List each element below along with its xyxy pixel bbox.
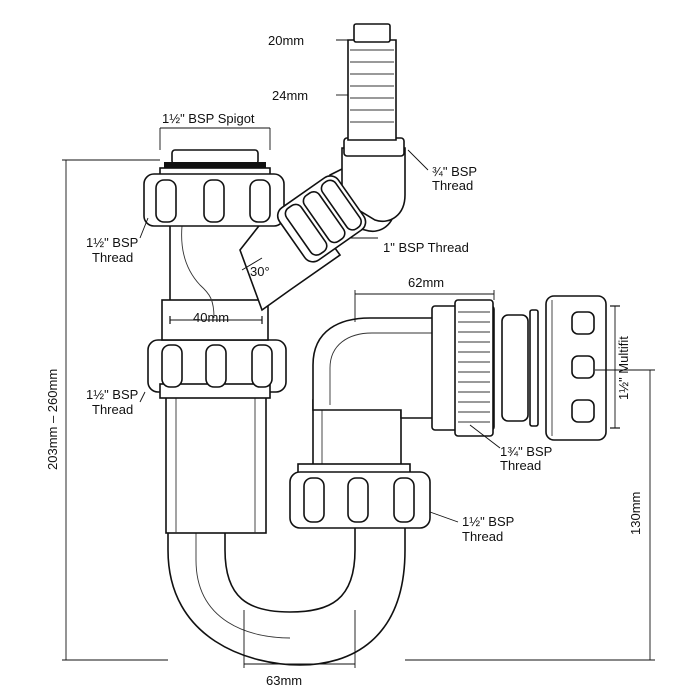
top-nut <box>143 173 285 227</box>
label-spigot: 1½" BSP Spigot <box>162 111 255 126</box>
outlet-thread <box>431 299 495 437</box>
label-outlet-height: 130mm <box>628 492 643 535</box>
label-width-body: 40mm <box>193 310 229 325</box>
label-angle-thread: 1" BSP Thread <box>383 240 469 255</box>
label-inlet-thread-b: Thread <box>432 178 473 193</box>
right-riser <box>312 399 402 471</box>
elbow <box>312 317 441 419</box>
label-width-outlet: 62mm <box>408 275 444 290</box>
hose-tail <box>343 23 405 157</box>
label-inlet-thread-a: ¾" BSP <box>432 164 477 179</box>
dimension-lines <box>62 39 655 668</box>
label-hose-tip: 20mm <box>268 33 304 48</box>
multifit-nut <box>545 295 607 441</box>
u-bend <box>167 524 406 666</box>
label-multifit: 1½" Multifit <box>616 336 631 400</box>
label-hose-base: 24mm <box>272 88 308 103</box>
labels: 20mm 24mm 1½" BSP Spigot ¾" BSP Thread 1… <box>45 33 643 688</box>
label-bottom-thread-b: Thread <box>462 529 503 544</box>
label-left-thread-mid-b: Thread <box>92 402 133 417</box>
label-left-thread-top-b: Thread <box>92 250 133 265</box>
label-outlet-thread-b: Thread <box>500 458 541 473</box>
label-angle: 30° <box>250 264 270 279</box>
angled-inlet <box>276 147 406 263</box>
label-bottom-thread-a: 1½" BSP <box>462 514 514 529</box>
label-trap-width: 63mm <box>266 673 302 688</box>
seal-rings <box>501 309 539 427</box>
left-pipe <box>165 394 267 534</box>
bottom-nut <box>289 463 431 529</box>
label-left-thread-mid-a: 1½" BSP <box>86 387 138 402</box>
label-overall-height: 203mm – 260mm <box>45 369 60 470</box>
left-mid-nut <box>147 339 287 399</box>
label-left-thread-top-a: 1½" BSP <box>86 235 138 250</box>
label-outlet-thread-a: 1¾" BSP <box>500 444 552 459</box>
